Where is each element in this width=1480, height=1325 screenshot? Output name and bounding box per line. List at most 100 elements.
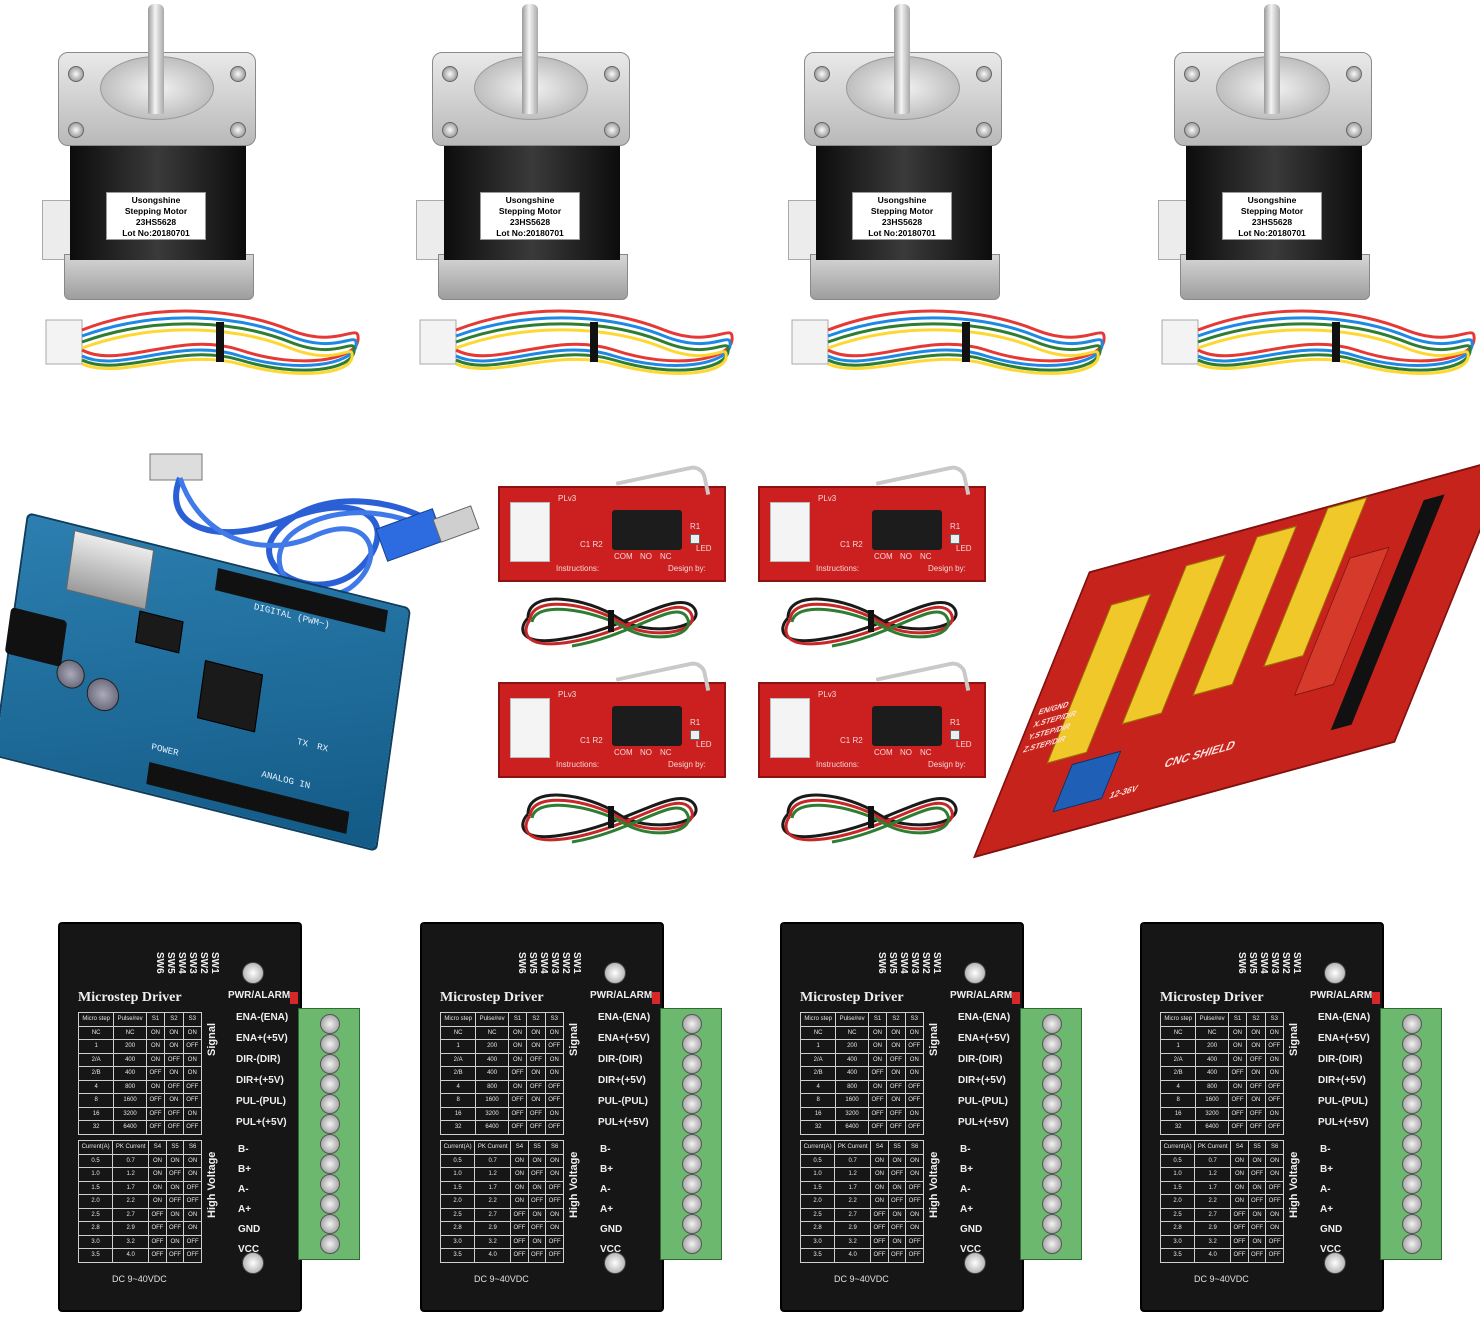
table-cell: NC	[799, 1025, 837, 1040]
table-cell: 2.9	[112, 1221, 150, 1236]
switch-label: SW1	[571, 952, 582, 974]
table-cell: OFF	[145, 1106, 166, 1121]
screw-icon	[1402, 1234, 1422, 1254]
endstop-design: Design by:	[668, 564, 706, 573]
rx-label: RX	[316, 741, 329, 755]
power-pin-label: A-	[960, 1184, 971, 1195]
motor-connector-housing	[42, 200, 72, 260]
endstop-cable	[521, 597, 698, 648]
table-cell: ON	[527, 1153, 547, 1168]
endstop-no-label: NO	[900, 748, 912, 757]
table-cell: OFF	[1264, 1039, 1285, 1054]
table-cell: ON	[182, 1025, 203, 1040]
table-cell: OFF	[545, 1194, 564, 1209]
table-cell: OFF	[544, 1093, 565, 1108]
table-cell: ON	[165, 1234, 185, 1249]
table-cell: 200	[475, 1039, 509, 1054]
high-voltage-label: High Voltage	[206, 1151, 218, 1218]
screw-icon	[682, 1034, 702, 1054]
signal-pin-label: PUL+(+5V)	[1318, 1117, 1369, 1128]
endstop-cr-label: C1 R2	[840, 736, 863, 745]
table-cell: NC	[77, 1025, 115, 1040]
table-cell: 400	[113, 1066, 147, 1081]
table-cell: OFF	[904, 1039, 925, 1054]
led-icon	[652, 992, 660, 1004]
endstop-connector	[770, 502, 810, 562]
table-cell: ON	[870, 1167, 889, 1182]
table-cell: ON	[887, 1180, 907, 1195]
screw-icon	[1402, 1054, 1422, 1074]
table-cell: ON	[148, 1153, 167, 1168]
table-cell: ON	[1246, 1066, 1266, 1081]
signal-label: Signal	[568, 1022, 580, 1056]
table-cell: OFF	[867, 1093, 888, 1108]
driver-title: Microstep Driver	[1160, 990, 1264, 1005]
endstop-board: PLv3 C1 R2 COM NO NC R1 LED Instructions…	[498, 462, 726, 582]
table-cell: OFF	[1265, 1234, 1284, 1249]
table-cell: ON	[145, 1052, 166, 1067]
signal-pin-label: PUL-(PUL)	[598, 1096, 648, 1107]
endstop-connector	[770, 698, 810, 758]
table-cell: OFF	[905, 1180, 924, 1195]
table-cell: OFF	[164, 1052, 184, 1067]
table-cell: 16	[799, 1106, 837, 1121]
table-cell: 400	[475, 1052, 509, 1067]
table-cell: OFF	[507, 1106, 528, 1121]
table-cell: 1600	[475, 1093, 509, 1108]
table-cell: ON	[1227, 1052, 1248, 1067]
table-cell: ON	[182, 1052, 203, 1067]
table-cell: OFF	[148, 1221, 167, 1236]
table-cell: 0.7	[112, 1153, 150, 1168]
screw-icon	[1402, 1034, 1422, 1054]
endstop-r1-label: R1	[950, 718, 961, 727]
table-cell: 1	[799, 1039, 837, 1054]
table-cell: OFF	[1246, 1079, 1266, 1094]
power-pin-label: B-	[238, 1144, 249, 1155]
table-header-cell: S3	[904, 1012, 925, 1027]
table-cell: 2.8	[439, 1221, 476, 1236]
screw-icon	[442, 66, 458, 82]
table-cell: OFF	[1264, 1120, 1285, 1135]
table-cell: 400	[1195, 1052, 1229, 1067]
table-cell: OFF	[526, 1106, 546, 1121]
table-cell: ON	[182, 1106, 203, 1121]
table-cell: ON	[545, 1153, 564, 1168]
table-cell: 4.0	[112, 1248, 150, 1263]
table-cell: NC	[439, 1025, 477, 1040]
screw-icon	[1402, 1014, 1422, 1034]
table-cell: ON	[510, 1180, 529, 1195]
table-cell: ON	[510, 1194, 529, 1209]
table-cell: OFF	[526, 1052, 546, 1067]
switch-label: SW6	[1236, 952, 1247, 974]
driver-dc-range: DC 9~40VDC	[834, 1274, 889, 1284]
table-cell: 1	[439, 1039, 477, 1054]
usb-cable	[149, 453, 480, 599]
table-cell: 1.5	[77, 1180, 114, 1195]
table-header-cell: S3	[1264, 1012, 1285, 1027]
table-header-cell: Pulse/rev	[1195, 1012, 1229, 1027]
microcontroller-chip	[196, 660, 264, 733]
table-cell: OFF	[886, 1120, 906, 1135]
table-cell: ON	[870, 1153, 889, 1168]
endstop-instructions: Instructions:	[816, 760, 860, 769]
table-cell: 1600	[1195, 1093, 1229, 1108]
table-cell: 200	[835, 1039, 869, 1054]
endstop-switch-kit: PLv3 C1 R2 COM NO NC R1 LED Instructions…	[498, 658, 728, 862]
motor-wire-harness	[419, 309, 734, 375]
table-cell: OFF	[165, 1248, 185, 1263]
table-cell: OFF	[1246, 1120, 1266, 1135]
table-cell: 1600	[835, 1093, 869, 1108]
table-cell: ON	[544, 1066, 565, 1081]
power-pin-label: GND	[238, 1224, 261, 1235]
table-cell: 4	[1159, 1079, 1197, 1094]
